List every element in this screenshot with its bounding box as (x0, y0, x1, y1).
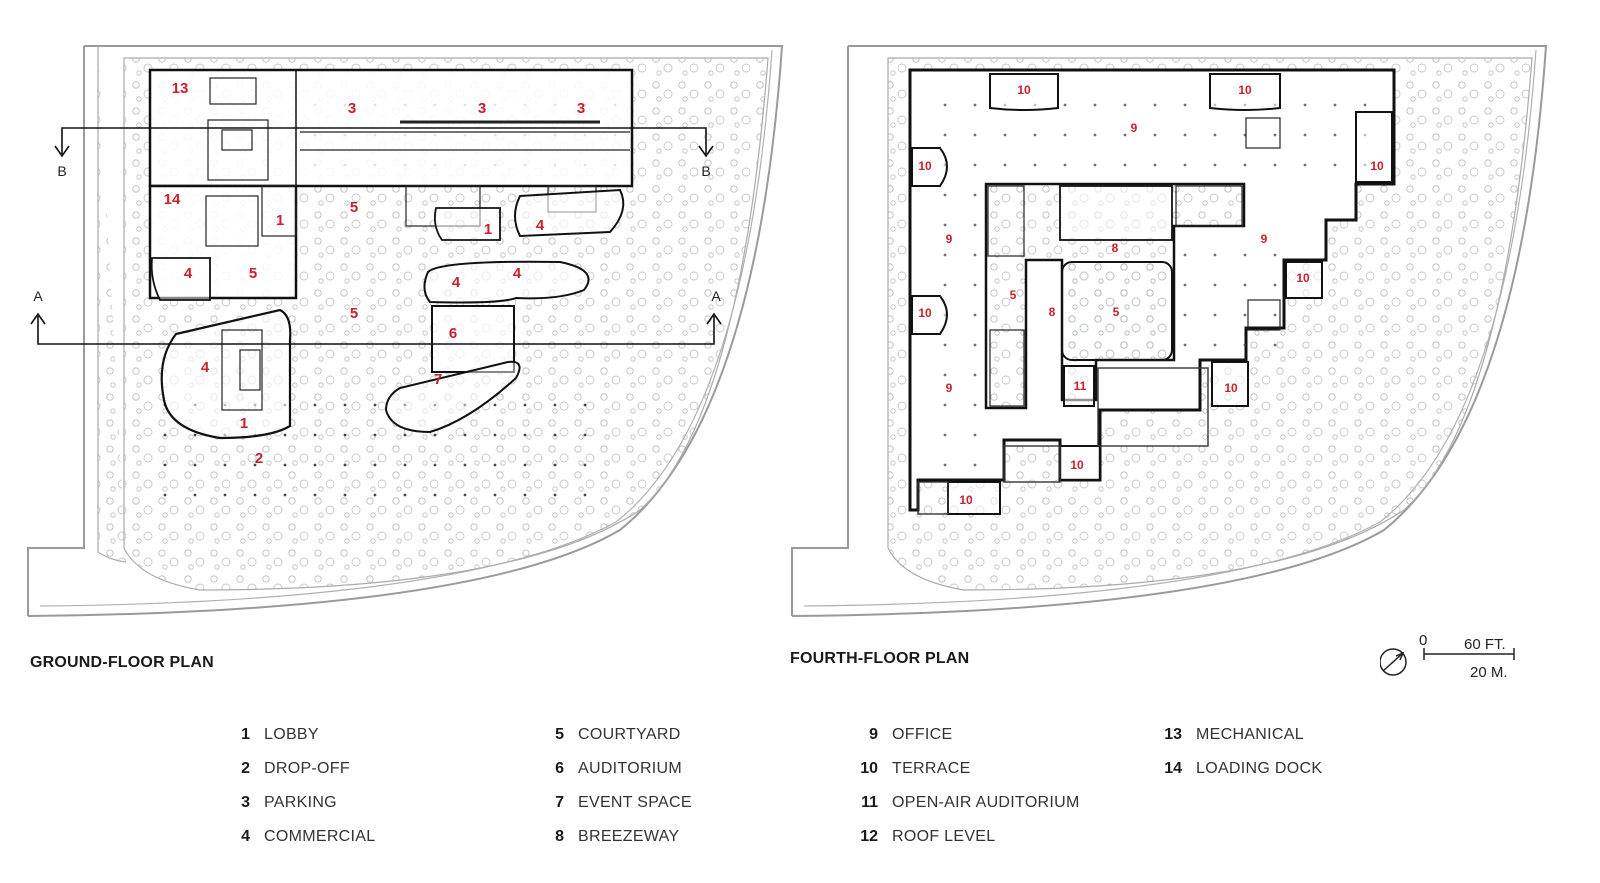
fourth-room-10a: 10 (1017, 83, 1031, 97)
ground-room-2: 2 (255, 450, 263, 467)
fourth-courtyard-5b (1061, 261, 1173, 361)
fourth-terrace-n1 (989, 73, 1059, 111)
fourth-site-outline (791, 45, 1548, 617)
fourth-terrace-w1 (911, 147, 948, 187)
ground-room-1a: 1 (276, 212, 284, 229)
ground-room-3b: 3 (478, 100, 486, 117)
ground-lobby-south (160, 308, 292, 440)
section-marker-b-left: B (57, 163, 66, 179)
ground-room-4b: 4 (184, 265, 193, 282)
fourth-terrace-n2 (1209, 73, 1281, 111)
fourth-open-air-auditorium (1063, 365, 1095, 407)
ground-room-1c: 1 (240, 415, 248, 432)
north-arrow-icon (1380, 648, 1515, 676)
fourth-room-9b: 9 (946, 232, 953, 246)
scale-feet: 60 FT. (1464, 636, 1506, 653)
fourth-room-10c: 10 (918, 159, 932, 173)
scale-meters: 20 M. (1470, 664, 1508, 681)
fourth-terrace-s2 (947, 481, 1001, 515)
ground-room-1b: 1 (484, 221, 492, 238)
ground-site-curve (39, 49, 773, 607)
fourth-terrace-s1 (1059, 445, 1101, 481)
fourth-floor-plan-title: FOURTH-FLOOR PLAN (790, 650, 970, 667)
scale-bar: 0 60 FT. 20 M. (1380, 632, 1540, 684)
ground-room-5a: 5 (350, 199, 358, 216)
ground-commercial-center (423, 260, 590, 304)
ground-commercial-west (150, 257, 211, 301)
ground-room-4d: 4 (513, 265, 522, 282)
section-line-a (30, 312, 722, 345)
scale-zero: 0 (1419, 632, 1428, 649)
ground-room-4e: 4 (201, 359, 210, 376)
ground-room-7: 7 (434, 371, 442, 388)
fourth-room-9d: 9 (946, 381, 953, 395)
floor-plans-drawing: B B A A 13 3 3 3 14 1 5 1 4 4 5 4 4 5 6 … (27, 45, 1548, 617)
section-marker-a-right: A (711, 288, 721, 304)
ground-room-3a: 3 (348, 100, 356, 117)
fourth-floor-plan: 10 10 9 10 10 9 9 8 5 8 5 10 10 9 11 10 … (791, 45, 1548, 617)
ground-floor-plan: B B A A 13 3 3 3 14 1 5 1 4 4 5 4 4 5 6 … (27, 45, 784, 617)
ground-room-3c: 3 (577, 100, 585, 117)
ground-auditorium (431, 305, 515, 373)
fourth-room-10i: 10 (959, 493, 973, 507)
fourth-breezeway (1059, 185, 1173, 241)
ground-room-5b: 5 (249, 265, 257, 282)
fourth-room-10g: 10 (1224, 381, 1238, 395)
fourth-room-8a: 8 (1112, 241, 1119, 255)
fourth-site-curve (803, 49, 1537, 607)
ground-room-6: 6 (449, 325, 457, 342)
fourth-terrace-e2 (1285, 261, 1323, 299)
ground-event-space (384, 360, 521, 434)
fourth-room-10h: 10 (1070, 458, 1084, 472)
fourth-room-10b: 10 (1238, 83, 1252, 97)
section-line-b (54, 127, 714, 158)
ground-room-4c: 4 (452, 274, 461, 291)
fourth-room-10f: 10 (918, 306, 932, 320)
fourth-room-10e: 10 (1296, 271, 1310, 285)
fourth-room-10d: 10 (1370, 159, 1384, 173)
ground-commercial-north (514, 188, 625, 238)
fourth-room-9a: 9 (1131, 121, 1138, 135)
fourth-terrace-se (1211, 361, 1249, 407)
ground-lobby-east (433, 207, 501, 241)
fourth-room-8b: 8 (1049, 305, 1056, 319)
section-marker-b-right: B (701, 163, 710, 179)
fourth-terrace-e1 (1355, 111, 1393, 183)
fourth-room-11: 11 (1074, 379, 1087, 393)
ground-room-14: 14 (164, 191, 181, 208)
ground-room-13: 13 (172, 80, 189, 97)
fourth-room-5b: 5 (1113, 305, 1120, 319)
ground-site-outline (27, 45, 784, 617)
ground-room-4a: 4 (536, 217, 545, 234)
fourth-room-9c: 9 (1261, 232, 1268, 246)
fourth-room-5a: 5 (1010, 288, 1017, 302)
ground-floor-plan-title: GROUND-FLOOR PLAN (30, 654, 214, 671)
section-marker-a-left: A (33, 288, 43, 304)
fourth-terrace-w2 (911, 295, 948, 335)
ground-room-5c: 5 (350, 305, 358, 322)
